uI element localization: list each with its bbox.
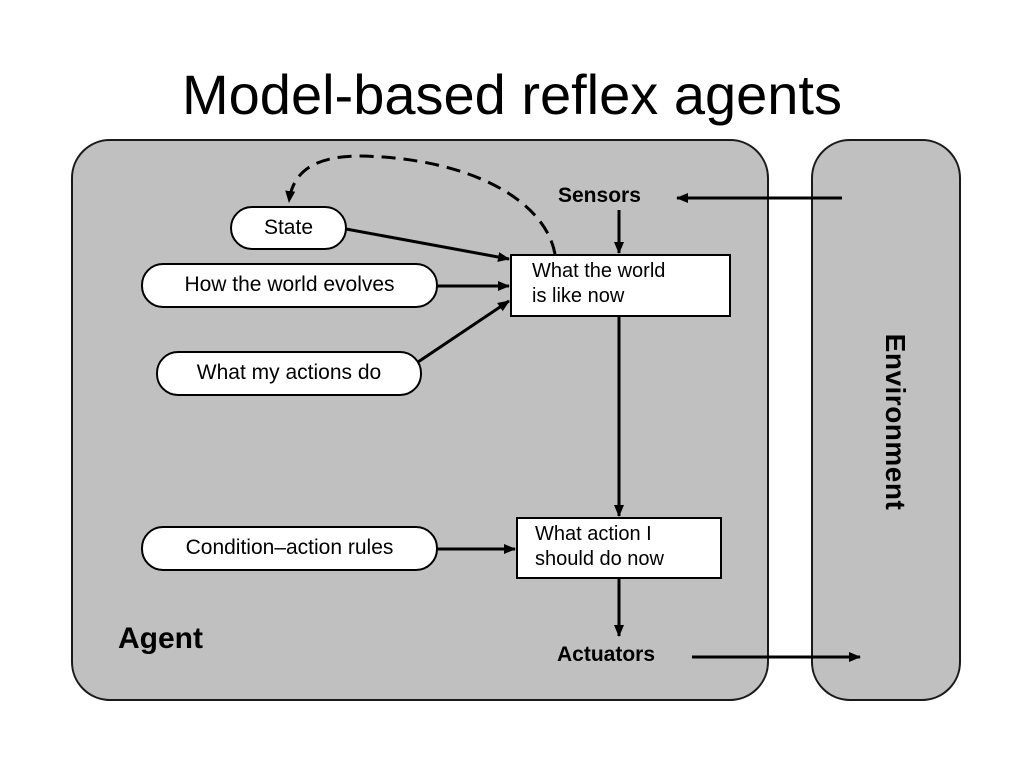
how-world-evolves-label: How the world evolves: [184, 273, 395, 296]
world-to-state-dashed-arrow: [285, 154, 557, 255]
action-now-box: [516, 517, 722, 579]
actions-to-world-arrow: [417, 299, 510, 364]
what-my-actions-do-label: What my actions do: [196, 361, 382, 384]
action-now-label-line1: What action I: [535, 523, 652, 545]
actuators-label: Actuators: [557, 643, 656, 666]
environment-label: Environment: [880, 333, 911, 511]
action-now-label-line2: should do now: [535, 548, 664, 570]
what-my-actions-do-oval: [156, 351, 422, 396]
sensors-label: Sensors: [558, 184, 641, 207]
agent-panel: [71, 139, 769, 701]
slide-title: Model-based reflex agents: [182, 63, 842, 126]
state-label: State: [263, 216, 314, 239]
state-to-world-arrow: [345, 227, 510, 262]
environment-panel: [811, 139, 961, 701]
state-oval: [230, 206, 347, 250]
world-now-label-line2: is like now: [532, 285, 625, 307]
world-now-label-line1: What the world: [532, 260, 666, 282]
agent-label: Agent: [118, 622, 203, 655]
world-now-box: [510, 254, 731, 317]
condition-action-rules-label: Condition–action rules: [185, 536, 394, 559]
